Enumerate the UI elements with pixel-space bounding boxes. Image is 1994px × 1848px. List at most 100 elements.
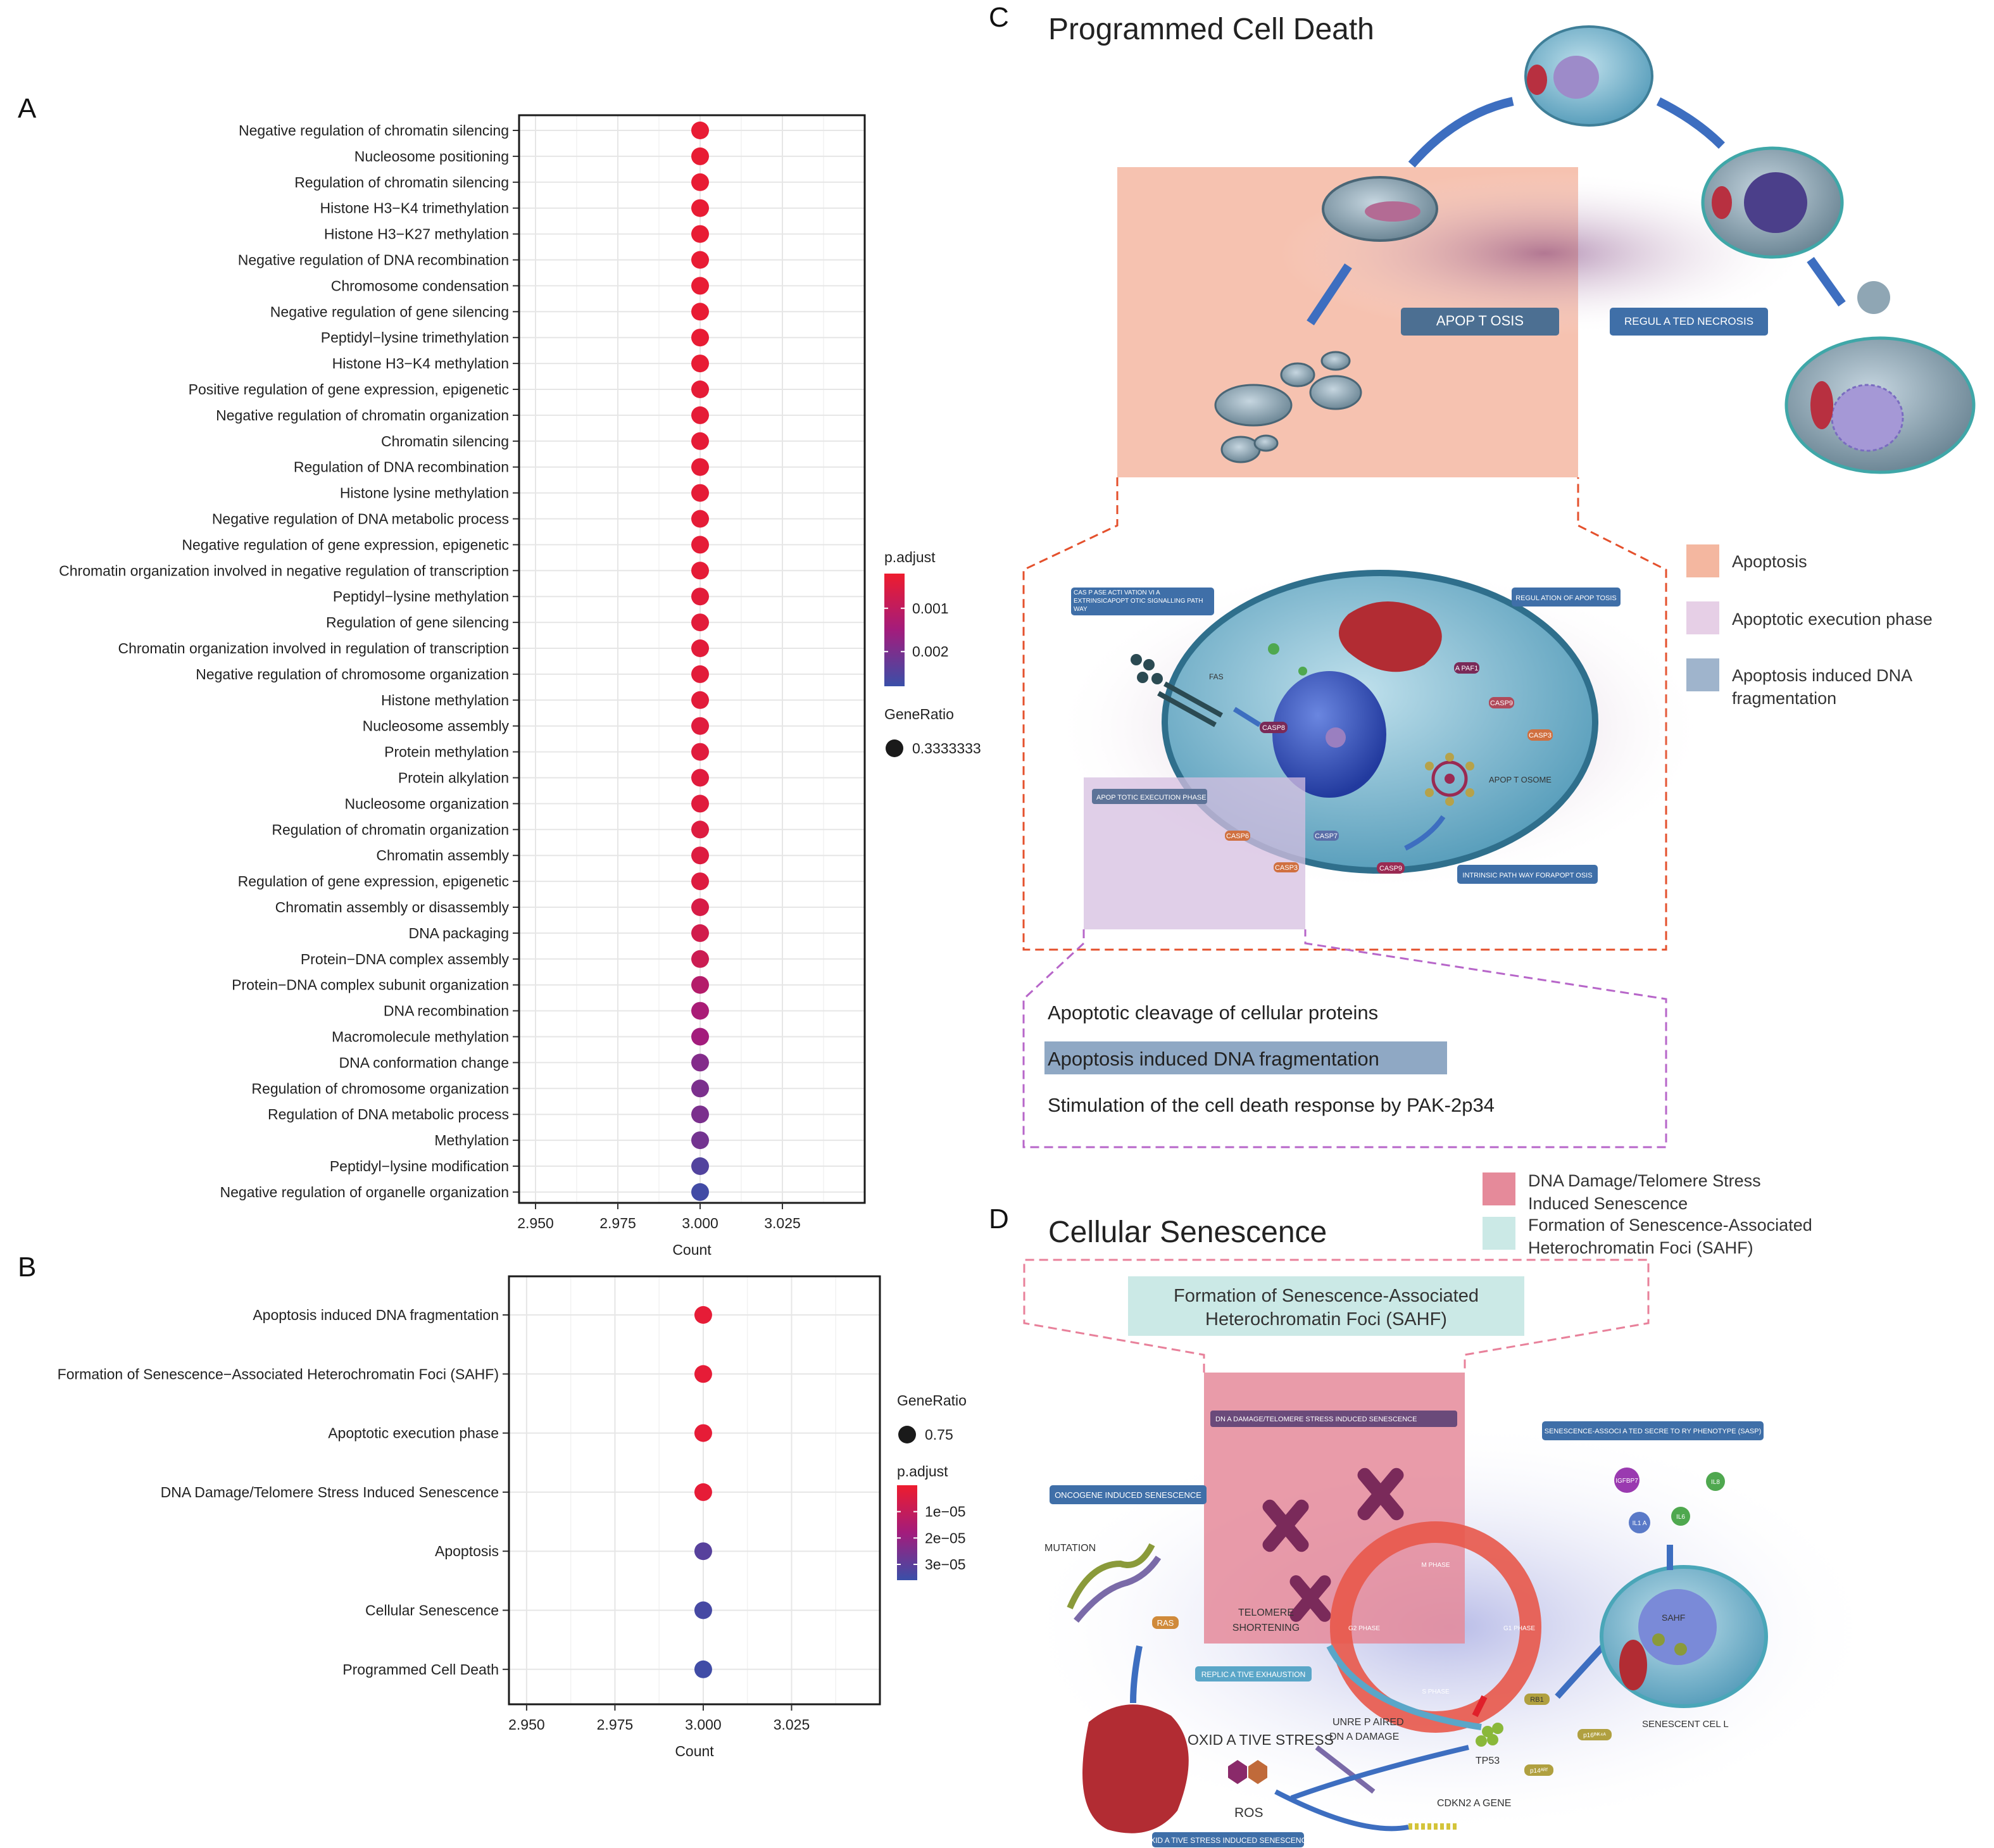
fas-arrow <box>1232 707 1262 727</box>
execution-zoom-outline <box>1022 929 1667 1148</box>
y-tick-label: Regulation of chromatin organization <box>272 821 509 838</box>
y-tick-label: Chromatin silencing <box>381 433 509 449</box>
y-tick-label: Cellular Senescence <box>365 1602 499 1619</box>
data-point <box>691 380 709 398</box>
caspase-activation-box <box>1071 588 1214 615</box>
legend-swatch-execution-phase <box>1686 601 1719 634</box>
casp9a-pill <box>1489 697 1514 708</box>
sasp-box <box>1542 1421 1764 1440</box>
caspase-activation-label: CAS P ASE ACTI VATION VI A EXTRINSICAPOP… <box>1074 589 1203 613</box>
ros-molecule-icon <box>1228 1760 1267 1784</box>
x-tick-label: 3.025 <box>764 1215 801 1231</box>
execution-phase-label-box <box>1092 789 1207 804</box>
legend-label-sahf-1: Formation of Senescence-Associated <box>1528 1216 1812 1235</box>
panel-letter-b: B <box>18 1252 36 1283</box>
data-point <box>691 1105 709 1124</box>
data-point <box>691 950 709 968</box>
membrane-bleb-icon <box>1857 281 1890 314</box>
y-tick-label: Protein−DNA complex subunit organization <box>232 977 509 993</box>
data-point <box>691 122 709 139</box>
dna-helix-icon <box>1067 1543 1162 1623</box>
mitochondrion-icon <box>1527 65 1547 95</box>
il6-label: IL6 <box>1676 1514 1685 1521</box>
data-point <box>691 1028 709 1046</box>
data-point <box>694 1483 712 1501</box>
p16-pill <box>1577 1729 1612 1740</box>
apaf1-pill <box>1454 662 1479 674</box>
sahf-title-box <box>1128 1276 1524 1336</box>
telomere-to-tp53-arrow <box>1326 1644 1482 1730</box>
data-point <box>691 743 709 761</box>
y-tick-label: Negative regulation of chromatin silenci… <box>239 122 509 139</box>
data-point <box>691 536 709 554</box>
data-point <box>691 251 709 269</box>
tp53-icon <box>1476 1723 1503 1747</box>
y-tick-label: Histone lysine methylation <box>340 485 509 501</box>
data-point <box>691 1079 709 1098</box>
y-tick-label: Positive regulation of gene expression, … <box>189 381 509 398</box>
legend-label-dna-fragmentation-2: fragmentation <box>1732 689 1836 708</box>
condensed-nucleus-icon <box>1365 201 1420 222</box>
x-axis-title: Count <box>675 1743 714 1759</box>
data-point <box>691 846 709 865</box>
casp6-pill <box>1225 831 1250 841</box>
data-point <box>691 329 709 347</box>
casp3a-label: CASP3 <box>1529 732 1552 739</box>
data-point <box>691 588 709 606</box>
p14-label: p14ᴬᴿᶠ <box>1530 1768 1548 1775</box>
y-tick-label: Histone H3−K4 trimethylation <box>320 200 509 217</box>
apoptosome-label: APOP T OSOME <box>1489 775 1552 784</box>
unrepaired-label-1: UNRE P AIRED <box>1332 1717 1404 1728</box>
arrow-to-necrosis <box>1656 97 1725 149</box>
color-legend-label: 2e−05 <box>925 1530 966 1546</box>
telomere-label-1: TELOMERE <box>1238 1607 1294 1618</box>
data-point <box>691 924 709 942</box>
data-point <box>694 1660 712 1678</box>
y-tick-label: DNA Damage/Telomere Stress Induced Senes… <box>161 1484 499 1500</box>
y-tick-label: Apoptosis induced DNA fragmentation <box>253 1307 499 1323</box>
p14-pill <box>1524 1764 1553 1776</box>
x-tick-label: 3.000 <box>685 1716 722 1733</box>
size-legend-label: 0.75 <box>925 1426 953 1443</box>
regulation-of-apoptosis-box <box>1512 588 1621 607</box>
y-tick-label: Peptidyl−lysine modification <box>330 1158 509 1174</box>
y-tick-label: DNA recombination <box>384 1003 509 1019</box>
data-point <box>691 199 709 217</box>
dna-damage-label: DN A DAMAGE/TELOMERE STRESS INDUCED SENE… <box>1215 1416 1417 1423</box>
color-legend-title: p.adjust <box>897 1463 948 1480</box>
y-tick-label: Regulation of chromatin silencing <box>294 174 509 191</box>
telomere-label-2: SHORTENING <box>1232 1623 1300 1633</box>
y-tick-label: Chromatin assembly or disassembly <box>275 899 510 915</box>
healthy-nucleus-icon <box>1553 56 1599 99</box>
data-point <box>691 1053 709 1072</box>
data-point <box>694 1542 712 1561</box>
data-point <box>691 1131 709 1150</box>
oxidative-stress-box-label: OXID A TIVE STRESS INDUCED SENESCENCE <box>1144 1836 1312 1845</box>
data-point <box>691 355 709 373</box>
list-item-highlight <box>1044 1041 1447 1074</box>
programmed-cell-death-illustration: APOP T OSIS REGUL A TED NECROSIS FAS CAS… <box>1022 25 1976 1148</box>
detail-mitochondrion-icon <box>1339 601 1442 672</box>
y-tick-label: Protein methylation <box>384 744 509 760</box>
mutation-label: MUTATION <box>1044 1543 1096 1554</box>
casp8-pill <box>1260 722 1288 733</box>
p16-label: p16ᴵᴺᴷ⁴ᴬ <box>1583 1732 1606 1739</box>
data-point <box>691 432 709 450</box>
y-tick-label: Programmed Cell Death <box>342 1661 499 1678</box>
casp3b-pill <box>1274 862 1299 872</box>
panel-letter-c: C <box>989 2 1009 33</box>
rb1-label: RB1 <box>1530 1696 1543 1704</box>
fas-label: FAS <box>1209 672 1224 681</box>
panel-b-dotplot: Apoptosis induced DNA fragmentationForma… <box>58 1275 967 1759</box>
apoptotic-body-icon <box>1320 351 1351 371</box>
x-tick-label: 2.950 <box>508 1716 545 1733</box>
casp7-pill <box>1314 831 1339 841</box>
size-legend-label: 0.3333333 <box>912 740 981 757</box>
y-tick-label: Negative regulation of DNA metabolic pro… <box>212 511 509 527</box>
sahf-focus-icon <box>1674 1643 1687 1656</box>
apoptotic-body-icon <box>1280 362 1315 387</box>
intrinsic-pathway-box <box>1457 865 1598 884</box>
igfbp7-icon <box>1614 1468 1640 1493</box>
data-point <box>691 898 709 916</box>
senescent-cell-label: SENESCENT CEL L <box>1642 1719 1729 1730</box>
